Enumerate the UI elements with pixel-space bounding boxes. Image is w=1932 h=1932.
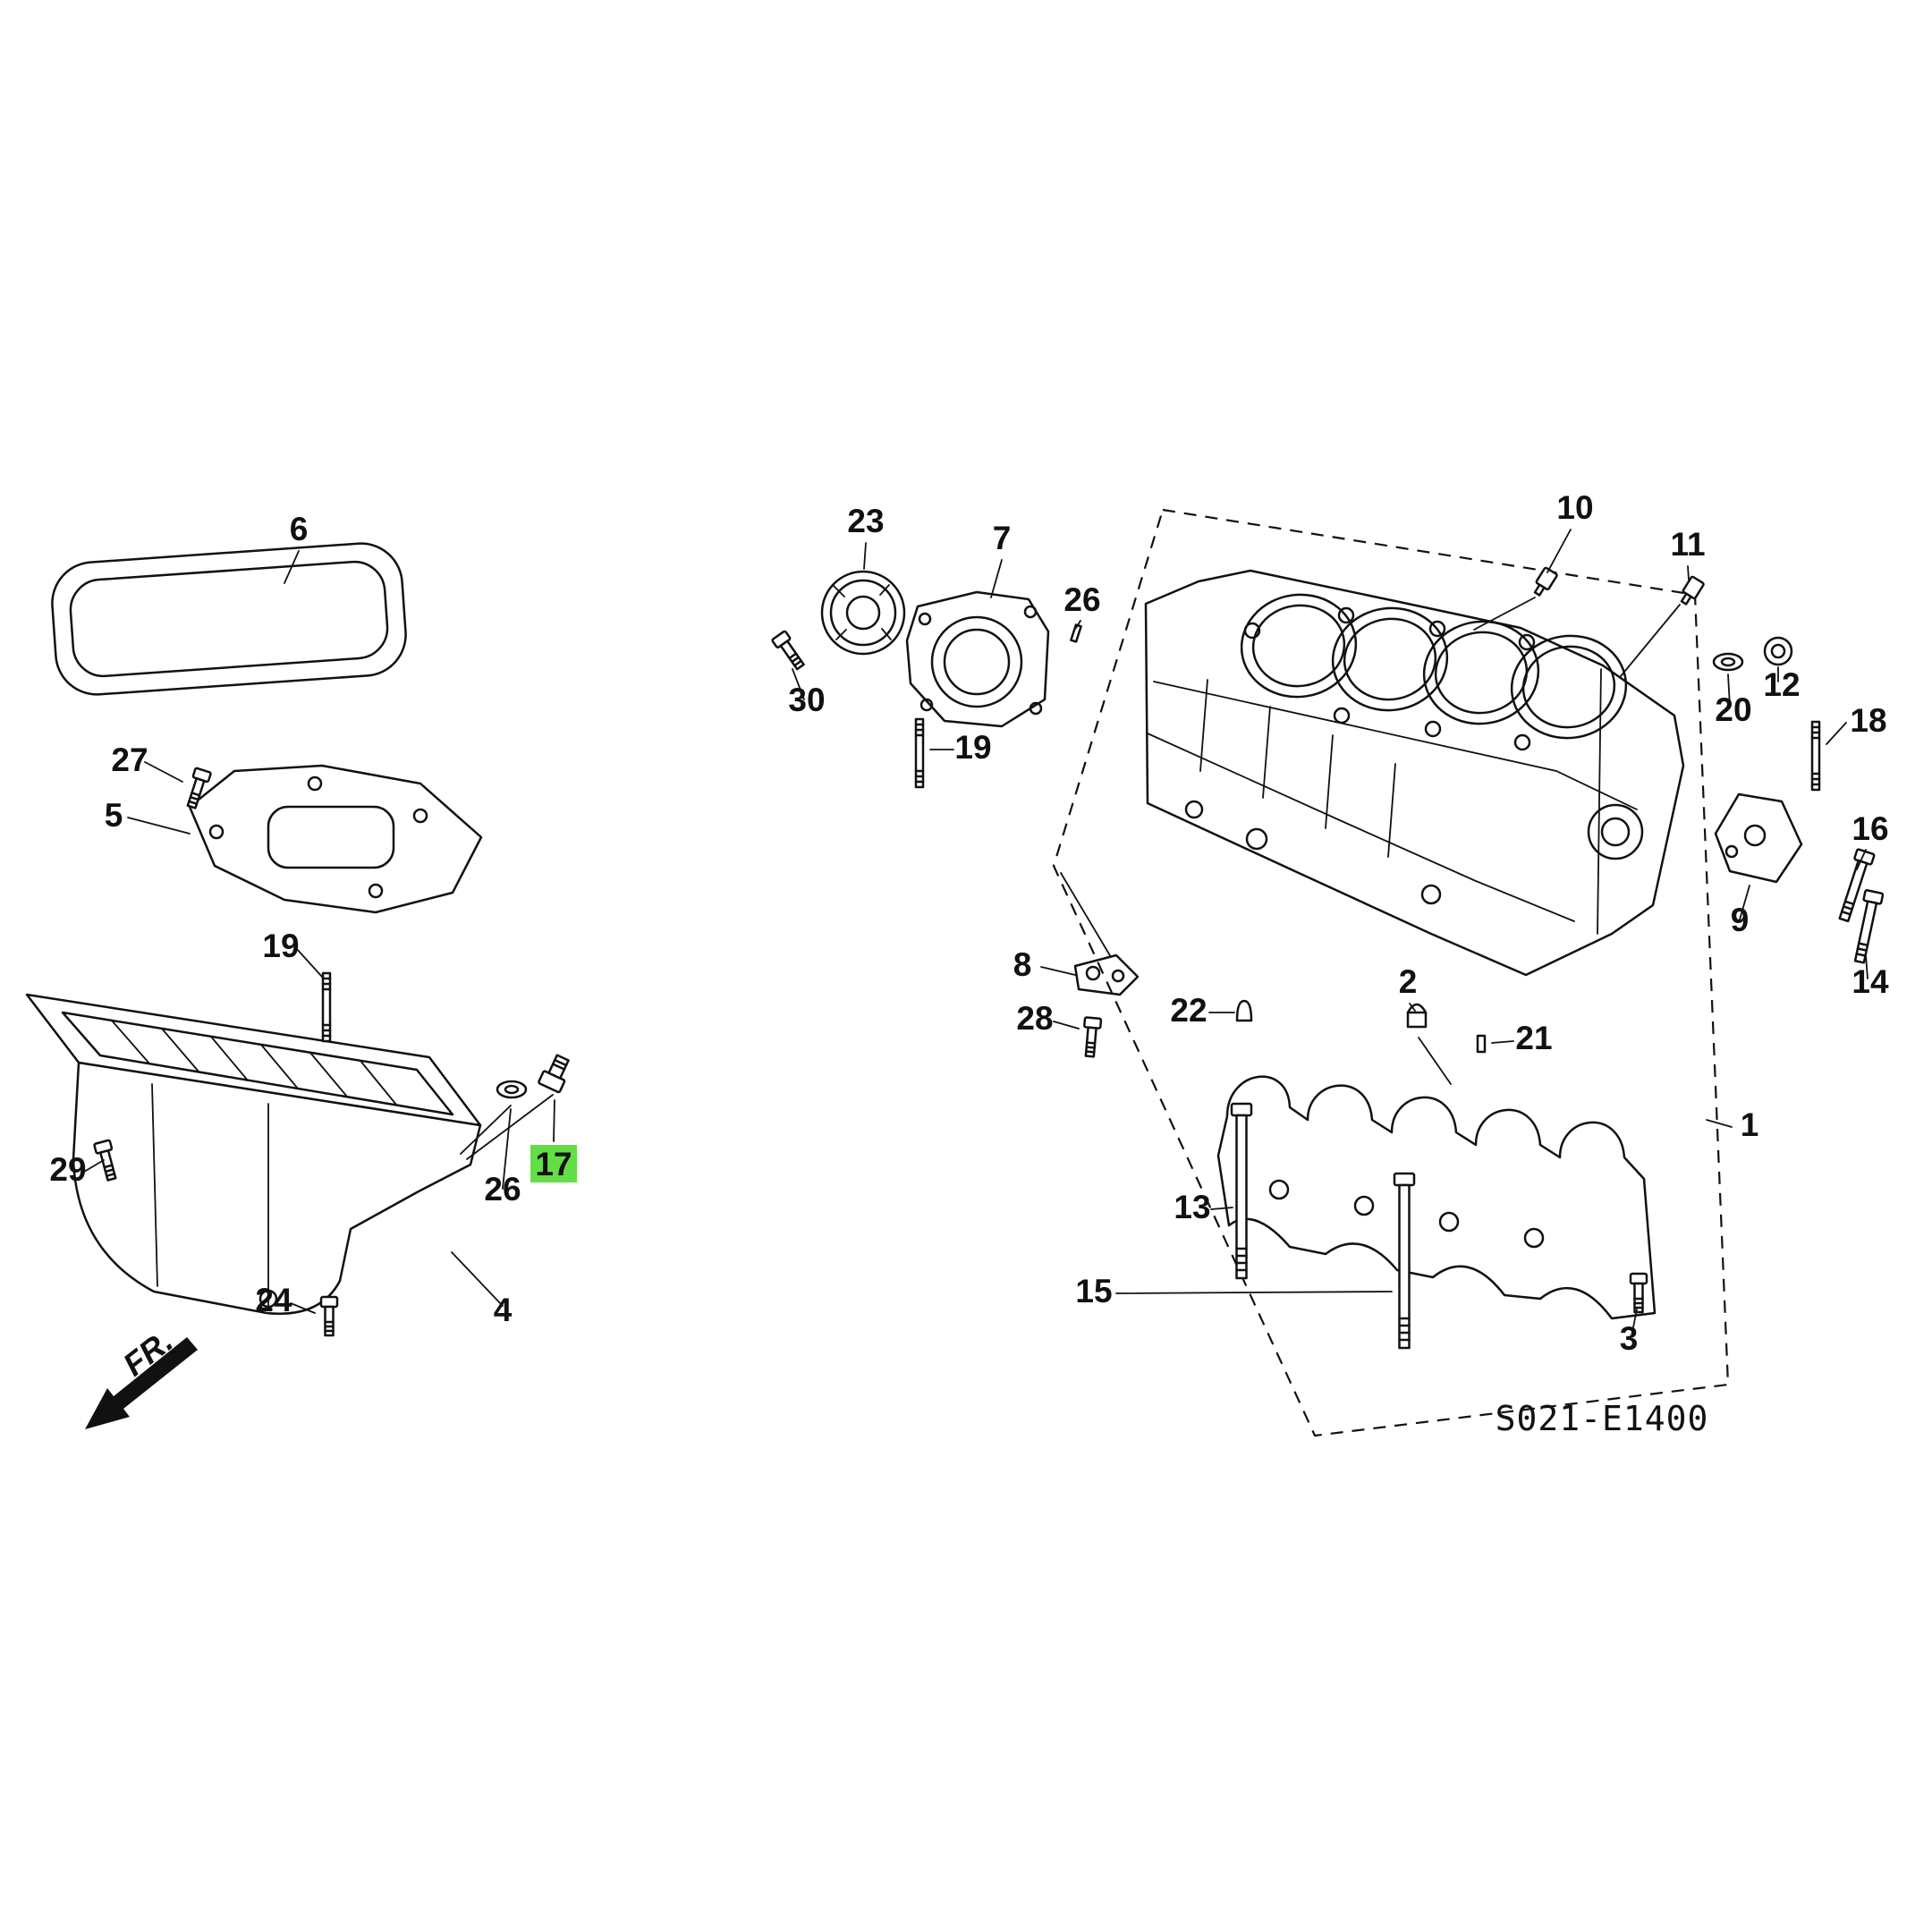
oil-pan-gasket-drawing (51, 542, 407, 696)
callout-27[interactable]: 27 (111, 741, 148, 778)
callout-5[interactable]: 5 (105, 797, 123, 834)
side-cover-drawing (905, 590, 1050, 728)
nut-12-icon (1763, 636, 1793, 666)
callout-3[interactable]: 3 (1620, 1320, 1639, 1357)
bolt-28-icon (1080, 1016, 1103, 1058)
callout-23[interactable]: 23 (847, 503, 884, 539)
callout-15[interactable]: 15 (1075, 1273, 1112, 1309)
oil-pan-drawing (25, 993, 482, 1315)
bracket-9-drawing (1714, 792, 1803, 884)
callout-1[interactable]: 1 (1741, 1106, 1759, 1143)
callout-24[interactable]: 24 (255, 1282, 292, 1318)
callout-17[interactable]: 17 (535, 1146, 572, 1182)
callout-30[interactable]: 30 (788, 682, 825, 718)
callout-6[interactable]: 6 (290, 511, 309, 547)
callout-14[interactable]: 14 (1852, 963, 1889, 1000)
right-fasteners (1230, 565, 1885, 1350)
callout-20[interactable]: 20 (1715, 691, 1751, 728)
baffle-plate-drawing (188, 764, 483, 914)
pin-21-icon (1476, 1034, 1487, 1054)
front-arrow-icon (85, 1337, 198, 1429)
leader-lines (83, 529, 1868, 1337)
callout-22[interactable]: 22 (1170, 992, 1207, 1029)
callout-19-left[interactable]: 19 (262, 928, 299, 964)
engine-block-drawing (1144, 569, 1685, 977)
stud-19-mid-icon (914, 717, 925, 789)
middle-fasteners (770, 623, 1082, 789)
highlight-17 (530, 1145, 577, 1182)
cap-nut-2-icon (1406, 1003, 1428, 1029)
washer-26-left-icon (496, 1080, 528, 1099)
callout-26-left[interactable]: 26 (484, 1171, 521, 1208)
callout-29[interactable]: 29 (49, 1151, 86, 1188)
front-direction-marker: FR. (85, 1322, 198, 1429)
front-direction-label: FR. (116, 1322, 180, 1383)
dowel-26-mid-icon (1070, 623, 1082, 643)
callout-26-mid[interactable]: 26 (1063, 581, 1100, 618)
cylinder-bores (1240, 593, 1628, 740)
callout-8[interactable]: 8 (1013, 946, 1032, 983)
drain-plug-17-icon (537, 1051, 575, 1094)
callout-19-mid[interactable]: 19 (954, 729, 991, 766)
bolt-30-icon (770, 629, 809, 673)
stud-19-left-icon (321, 971, 332, 1043)
sensor-11-icon (1676, 574, 1706, 608)
callout-11[interactable]: 11 (1670, 526, 1705, 563)
bracket-8-drawing (1073, 953, 1140, 996)
clip-22-icon (1235, 999, 1253, 1022)
washer-20-icon (1712, 652, 1744, 672)
callout-10[interactable]: 10 (1556, 489, 1593, 526)
callout-9[interactable]: 9 (1731, 902, 1750, 938)
diagram-code: S021-E1400 (1496, 1399, 1709, 1438)
oil-seal-drawing (820, 570, 906, 656)
bolt-24-icon (319, 1295, 339, 1337)
callout-13[interactable]: 13 (1174, 1189, 1210, 1225)
assembly-boundary-dashed (1052, 508, 1730, 1437)
callout-7[interactable]: 7 (993, 520, 1012, 556)
callout-4[interactable]: 4 (494, 1292, 513, 1328)
callout-28[interactable]: 28 (1016, 1000, 1053, 1037)
callout-18[interactable]: 18 (1850, 702, 1886, 739)
callouts: 6 27 5 19 29 26 17 24 4 23 7 26 30 19 8 … (49, 489, 1889, 1357)
callout-2[interactable]: 2 (1399, 963, 1418, 1000)
stud-18-icon (1810, 720, 1821, 792)
sensor-10-icon (1530, 565, 1559, 599)
bearing-cap-beam-drawing (1216, 1075, 1657, 1320)
callout-12[interactable]: 12 (1763, 666, 1800, 703)
callout-21[interactable]: 21 (1515, 1020, 1552, 1056)
callout-16[interactable]: 16 (1852, 810, 1888, 847)
